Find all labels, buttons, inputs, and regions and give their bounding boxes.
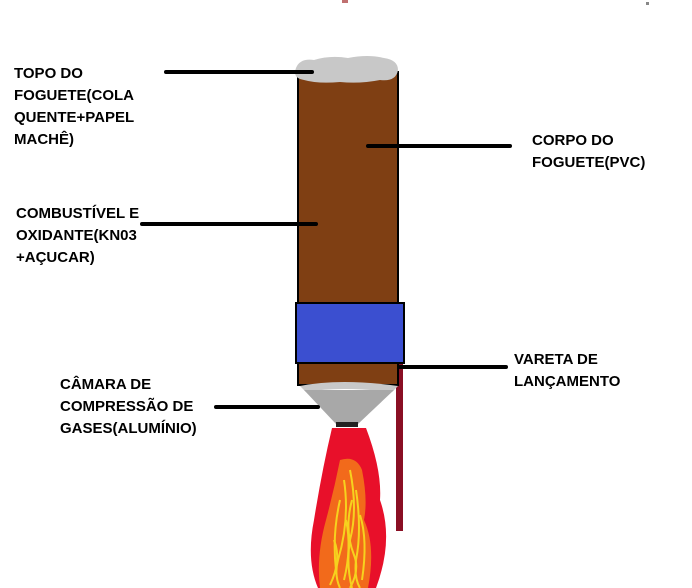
label-combustivel-oxidante: COMBUSTÍVEL E OXIDANTE(KN03 +AÇUCAR) <box>16 205 140 266</box>
label-topo-do-foguete: TOPO DO FOGUETE(COLA QUENTE+PAPEL MACHÊ) <box>14 65 135 148</box>
stray-mark <box>342 0 348 3</box>
rocket-band <box>295 302 405 364</box>
nozzle-outlet <box>336 422 358 427</box>
flame-inner <box>329 469 366 588</box>
nozzle <box>304 390 394 424</box>
launch-rod <box>396 336 403 531</box>
label-corpo-do-foguete: CORPO DO FOGUETE(PVC) <box>532 132 646 171</box>
leader-lines <box>140 70 512 409</box>
label-vareta-lancamento: VARETA DE LANÇAMENTO <box>514 351 621 390</box>
stray-mark <box>646 2 649 5</box>
label-camara-compressao: CÂMARA DE COMPRESSÃO DE GASES(ALUMÍNIO) <box>60 376 197 437</box>
nozzle-rim <box>300 382 398 392</box>
rocket-top-cap <box>295 56 398 83</box>
